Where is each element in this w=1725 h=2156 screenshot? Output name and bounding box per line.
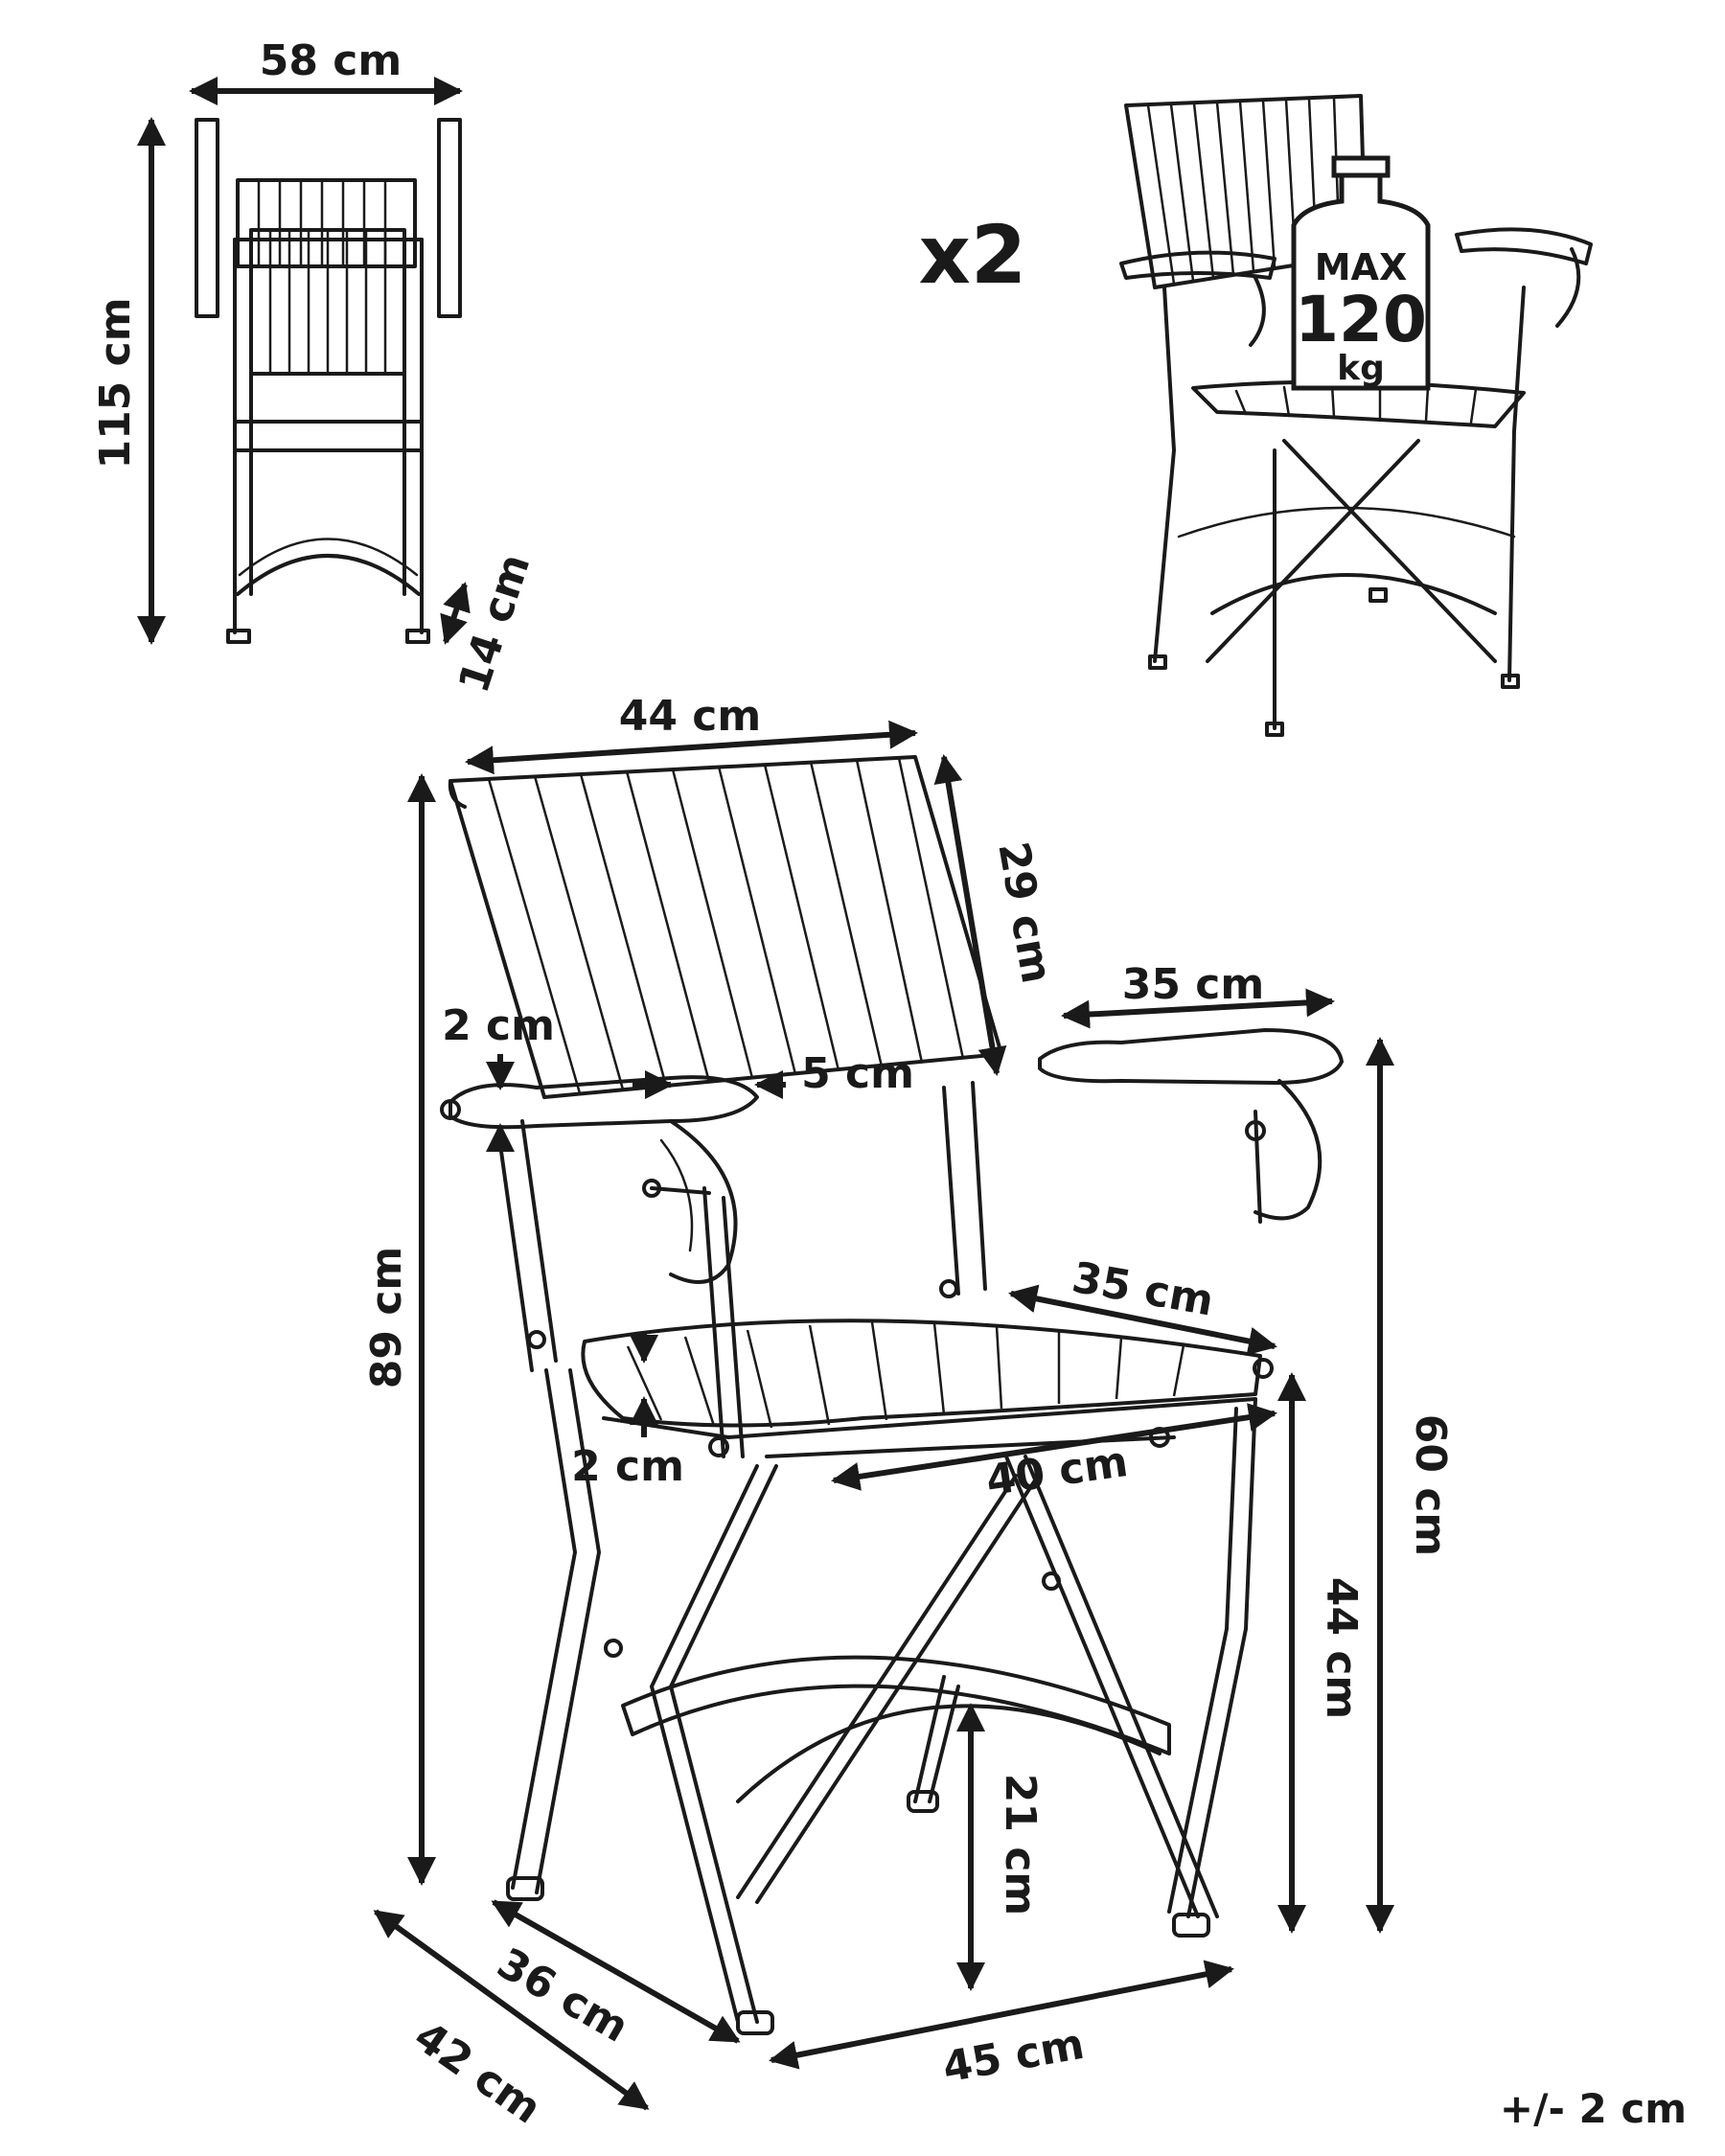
seat-depth-dimension xyxy=(1008,1284,1277,1356)
armrest-thickness-label: 2 cm xyxy=(442,1001,555,1050)
perspective-chair xyxy=(1119,94,1593,737)
max-load-caption: MAX xyxy=(1315,246,1408,288)
max-load-value: 120 xyxy=(1295,283,1427,356)
depth-outer-dimension xyxy=(373,1909,650,2111)
seat-thickness-label: 2 cm xyxy=(571,1442,684,1491)
seat-width-dimension xyxy=(831,1403,1277,1491)
base-width-label: 45 cm xyxy=(939,2020,1088,2093)
main-chair-drawing xyxy=(440,755,1344,2035)
front-width-label: 58 cm xyxy=(260,36,402,85)
quantity-label: x2 xyxy=(919,208,1027,302)
folded-depth-dimension xyxy=(440,582,471,645)
seat-width-label: 40 cm xyxy=(983,1437,1131,1505)
depth-inner-label: 36 cm xyxy=(489,1938,636,2052)
depth-outer-label: 42 cm xyxy=(405,2012,550,2134)
armrest-length-dimension xyxy=(1061,988,1335,1029)
tolerance-note: +/- 2 cm xyxy=(1500,2085,1687,2132)
armrest-width-label: 5 cm xyxy=(801,1049,914,1098)
crossbar-height-label: 21 cm xyxy=(996,1774,1045,1915)
back-height-label: 29 cm xyxy=(988,838,1061,987)
back-width-dimension xyxy=(465,720,918,775)
back-height-dimension xyxy=(933,754,1007,1076)
base-width-dimension xyxy=(769,1960,1234,2070)
max-load-unit: kg xyxy=(1337,349,1385,388)
arm-height-label: 60 cm xyxy=(1406,1414,1455,1556)
armrest-length-label: 35 cm xyxy=(1122,960,1264,1009)
front-view-chair xyxy=(195,118,462,644)
folded-depth-label: 14 cm xyxy=(449,548,540,699)
max-load-badge xyxy=(1291,155,1431,391)
seat-depth-label: 35 cm xyxy=(1069,1253,1217,1326)
back-width-label: 44 cm xyxy=(619,692,761,741)
total-height-label: 89 cm xyxy=(362,1247,411,1388)
seat-height-label: 44 cm xyxy=(1317,1577,1366,1719)
front-height-label: 115 cm xyxy=(91,297,140,469)
